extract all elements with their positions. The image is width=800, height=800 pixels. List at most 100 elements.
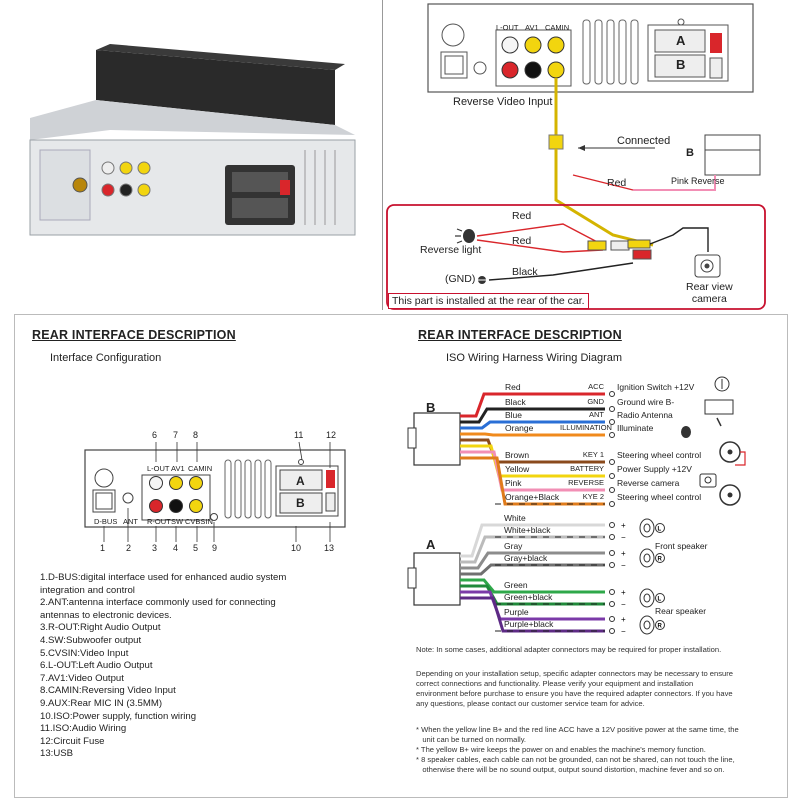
a-wire-terminal [609,562,615,568]
callout-2: 2 [126,543,132,553]
a-wire-color-label: Green [504,580,528,590]
callout-lines [103,441,331,542]
desc-line: 10.ISO:Power supply, function wiring [40,710,197,722]
port-label-cvbsin: CVBSIN [185,517,213,526]
callout-3: 3 [152,543,158,553]
a-wire-color-label: Gray+black [504,553,548,563]
b-wire-line [460,392,605,418]
a-wire-terminal [609,601,615,607]
top-iso-letter-b: B [676,57,686,72]
interface-configuration-subtitle: Interface Configuration [50,352,162,364]
b-wire-destination-label: Illuminate [617,423,654,433]
a-wire-line [460,596,605,633]
right-section-title: REAR INTERFACE DESCRIPTION [418,328,622,342]
connector-b-letter: B [426,400,436,415]
desc-line: 2.ANT:antenna interface commonly used fo… [40,597,276,609]
callout-12: 12 [326,430,337,440]
b-wire-terminal [609,419,615,425]
a-wire-terminal [609,522,615,528]
note-main: Note: In some cases, additional adapter … [416,645,722,654]
desc-line: integration and control [40,584,135,596]
a-wire-line [460,563,605,576]
vertical-divider [382,0,383,310]
note-paragraph: Depending on your installation setup, sp… [416,669,784,709]
callout-9: 9 [212,543,218,553]
b-wire-terminal [609,487,615,493]
speaker-channel-mark: L [658,527,662,533]
callout-6: 6 [152,430,158,440]
b-wire-code-label: ACC [588,382,604,391]
desc-line: 3.R-OUT:Right Audio Output [40,622,161,634]
iso-letter-a: A [296,474,305,488]
speaker-channel-mark: L [658,597,662,603]
port-label-ant: ANT [123,517,138,526]
a-wire-color-label: Purple [504,607,529,617]
port-label-lout: L-OUT [147,464,170,473]
a-wire-polarity: + [621,549,626,558]
top-port-label-lout: L-OUT [496,23,519,32]
a-wire-color-label: Purple+black [504,619,554,629]
speaker-channel-mark: R [658,557,663,563]
reverse-camera-diagram [386,3,766,310]
connected-label: Connected [617,135,671,147]
callout-4: 4 [173,543,179,553]
speaker-channel-mark: R [658,624,663,630]
b-wire-destination-label: Ignition Switch +12V [617,382,695,392]
desc-line: 7.AV1:Video Output [40,672,124,684]
a-wire-terminal [609,534,615,540]
lower-panel-border [14,314,788,798]
note-line: any questions, please contact our custom… [416,699,645,708]
rear-speaker-label: Rear speaker [655,606,707,616]
rear-view-camera-label: Rear view camera [686,281,733,305]
b-wire-terminal [609,501,615,507]
b-wire-destination-label: Reverse camera [617,478,680,488]
callout-7: 7 [173,430,179,440]
port-label-camin: CAMIN [188,464,213,473]
note-line: environment before purchase to ensure yo… [416,689,733,698]
b-connector-letter: B [686,147,694,159]
gnd-label: (GND) [445,273,476,285]
a-wire-color-label: White [504,513,526,523]
b-wire-code-label: BATTERY [570,464,604,473]
b-wire-line [460,432,605,437]
a-wire-polarity: + [621,521,626,530]
bullet-line: * The yellow B+ wire keeps the power on … [416,745,706,754]
connector-a-letter: A [426,537,436,552]
note-line: correct connections and functionality. P… [416,679,694,688]
callout-8: 8 [193,430,199,440]
a-wire-polarity: + [621,615,626,624]
a-wire-polarity: − [621,600,626,609]
b-wire-terminal [609,391,615,397]
a-wire-terminal [609,589,615,595]
bullet-line: otherwise there will be no sound output,… [416,765,725,774]
callout-11: 11 [294,430,304,440]
callout-5: 5 [193,543,199,553]
b-wire-terminal [609,473,615,479]
desc-line: 11.ISO:Audio Wiring [40,723,127,735]
box-red-label-2: Red [512,235,532,247]
b-wire-terminal [609,406,615,412]
a-wire-terminal [609,550,615,556]
left-section-title: REAR INTERFACE DESCRIPTION [32,328,236,342]
desc-line: 13:USB [40,748,74,760]
desc-line: 4.SW:Subwoofer output [40,634,142,646]
callout-1: 1 [100,543,106,553]
desc-line: 9.AUX:Rear MIC IN (3.5MM) [40,697,163,709]
b-wire-color-label: Pink [505,478,522,488]
top-port-label-av1: AV1 [525,23,539,32]
b-wire-line [460,420,605,430]
a-wire-color-label: Gray [504,541,523,551]
port-label-dbus: D-BUS [94,517,118,526]
desc-line: 8.CAMIN:Reversing Video Input [40,685,176,697]
desc-line: antennas to electronic devices. [40,609,172,621]
desc-line: 5.CVSIN:Video Input [40,647,129,659]
callout-13: 13 [324,543,335,553]
b-wire-code-label: GND [587,397,604,406]
interface-description-list: 1.D-BUS:digital interface used for enhan… [40,572,370,761]
desc-line: 6.L-OUT:Left Audio Output [40,660,153,672]
iso-letter-b: B [296,496,305,510]
port-label-rout: R-OUT [147,517,171,526]
b-wire-destination-label: Power Supply +12V [617,464,692,474]
a-wire-line [460,523,605,558]
